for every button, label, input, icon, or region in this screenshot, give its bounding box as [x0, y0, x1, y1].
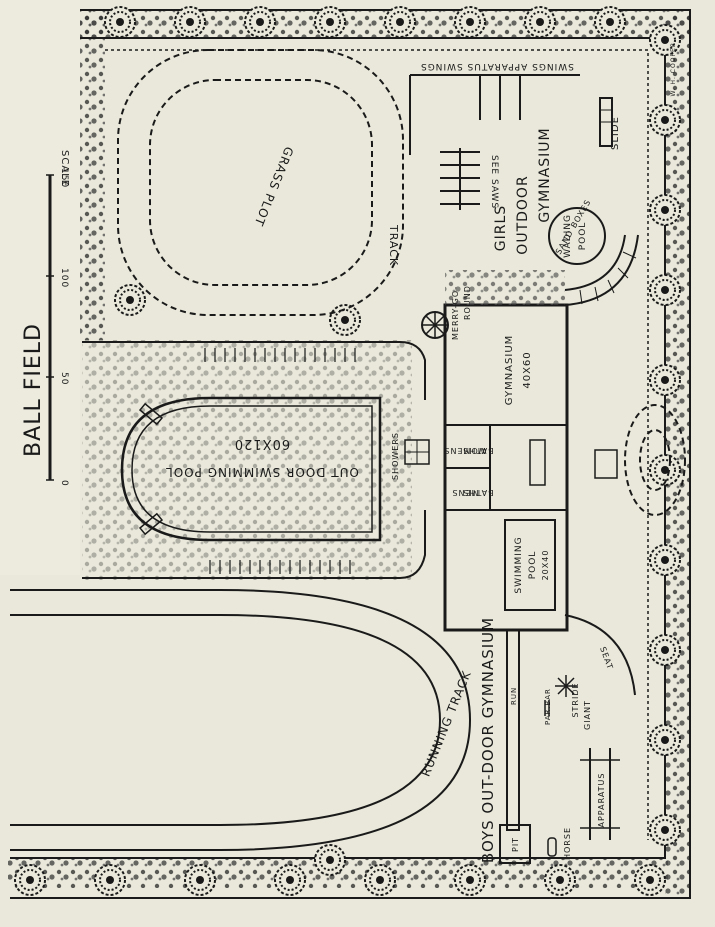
giant-stride-label-2: STRIDE	[571, 682, 580, 717]
oval-walk	[624, 404, 686, 516]
apparatus-label: APPARATUS	[597, 773, 606, 828]
pit-label: PIT	[511, 837, 520, 852]
scale-label: SCALE	[59, 150, 70, 187]
showers: SHOWERS	[391, 432, 430, 480]
see-saws-label: SEE SAWS	[489, 155, 499, 209]
girls-gym-label-1: GIRLS	[493, 205, 509, 251]
scale-bar: SCALE 0 50 100 150	[46, 150, 70, 487]
swimming-pool-label-3: 20X40	[541, 550, 550, 581]
horse-label: HORSE	[563, 827, 572, 860]
gymnasium-label-2: 40X60	[522, 351, 533, 388]
swimming-pool-label-2: POOL	[528, 551, 538, 580]
giant-stride: GIANT STRIDE	[555, 675, 592, 730]
boys-gym-label: BOYS OUT-DOOR GYMNASIUM	[479, 617, 497, 863]
indoor-swimming-pool: SWIMMING POOL 20X40	[504, 519, 556, 611]
parallel-bar: PAR.BAR	[544, 688, 552, 725]
swings: SWINGS APPARATUS SWINGS	[409, 61, 580, 155]
outdoor-pool-label-1: OUT DOOR SWIMMING POOL	[165, 465, 359, 479]
ball-field-label: BALL FIELD	[21, 323, 46, 457]
slide: SLIDE	[599, 97, 621, 150]
scale-tick-100: 100	[59, 268, 69, 288]
scale-tick-50: 50	[59, 372, 69, 385]
see-saws: SEE SAWS	[440, 148, 499, 210]
track-label: TRACK	[387, 224, 400, 266]
ball-field-area	[0, 0, 80, 575]
wading-pool: WADING POOL	[548, 207, 606, 265]
womens-baths-label-1: WOMENS	[443, 446, 486, 455]
outdoor-swimming-pool: OUT DOOR SWIMMING POOL 60X120	[120, 396, 382, 542]
swimming-pool-label-1: SWIMMING	[514, 536, 524, 593]
mens-baths-label-2: BATHS	[462, 488, 493, 497]
scale-tick-150: 150	[59, 168, 69, 188]
girls-gym-label-2: OUTDOOR	[515, 175, 531, 254]
mens-baths-label-1: MENS	[451, 488, 478, 497]
outdoor-pool-label-2: 60X120	[234, 436, 290, 451]
par-bar-label: PAR.BAR	[544, 688, 552, 725]
slide-label: SLIDE	[610, 116, 621, 150]
wading-pool-label-1: WADING	[563, 214, 573, 258]
run-label: RUN	[510, 687, 518, 705]
girls-gym-label-3: GYMNASIUM	[537, 127, 553, 222]
giant-stride-label-1: GIANT	[583, 700, 592, 730]
wading-pool-label-2: POOL	[578, 222, 588, 251]
outdoor-pool-enclosure	[82, 340, 426, 580]
merry-go-round-label-1: MERRY-GO-	[451, 286, 460, 340]
apparatus: APPARATUS	[580, 748, 620, 840]
run-and-pit: RUN PIT	[499, 629, 531, 864]
scale-tick-0: 0	[59, 480, 69, 487]
womens-baths-label-2: BATHS	[462, 446, 493, 455]
horse: HORSE	[547, 827, 572, 860]
artist-signature: W. H. COOPER	[670, 42, 677, 97]
showers-label: SHOWERS	[391, 432, 400, 480]
swings-label: SWINGS APPARATUS SWINGS	[420, 61, 574, 71]
gymnasium-label-1: GYMNASIUM	[504, 335, 515, 406]
